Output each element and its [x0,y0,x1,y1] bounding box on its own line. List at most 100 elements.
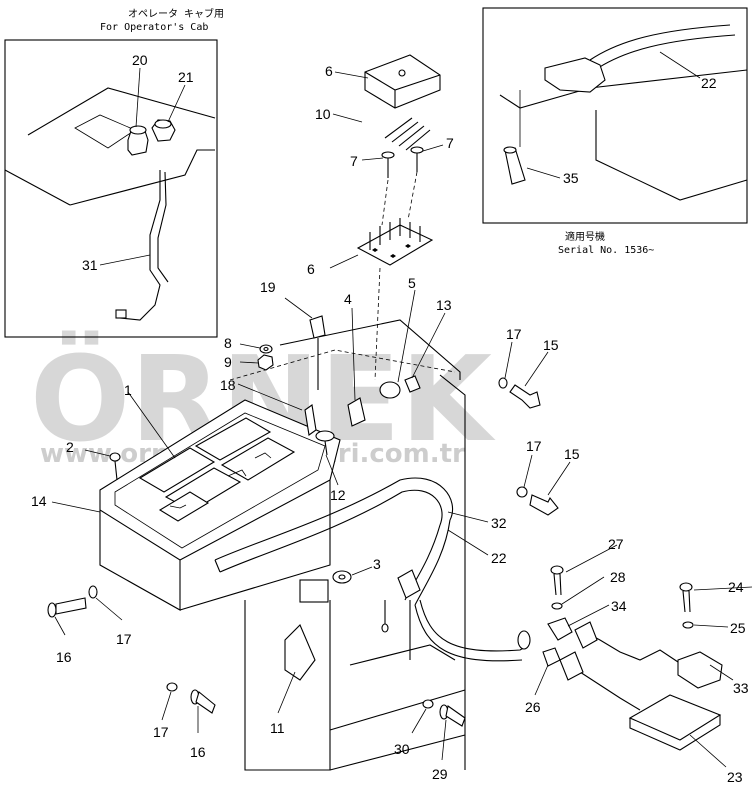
bolt-16-bottom [190,689,216,714]
inset-caption-en: For Operator's Cab [100,22,208,33]
screw-7b [410,146,424,172]
callout-11: 11 [270,720,285,736]
serial-caption-jp: 適用号機 [565,230,605,243]
callout-5: 5 [408,275,416,291]
switch-5 [379,381,401,399]
callout-9: 9 [224,354,232,370]
cap-6-top [364,54,441,109]
knob-20 [127,125,149,156]
bolt-2 [109,452,121,481]
callout-24: 24 [728,579,744,595]
callout-28: 28 [610,569,626,585]
sensor-33 [574,621,723,689]
callout-26: 26 [525,699,541,715]
inset-frame [4,39,218,338]
connector-35 [503,146,526,185]
gauge-window-2 [194,417,272,461]
callout-17-upper: 17 [506,326,522,342]
box-inner-floor [349,644,456,666]
operator-cab-inset: オペレータ キャブ用 For Operator's Cab 20 21 31 [4,7,224,338]
serial-box-top [499,69,748,109]
callout-17-mid: 17 [526,438,542,454]
callout-17-bottom: 17 [153,724,169,740]
callout-27: 27 [608,536,624,552]
bolt-16-left [47,597,87,618]
box-lower-front [244,600,331,771]
callout-16-bottom: 16 [190,744,206,760]
serial-box-body [595,110,748,201]
callout-4: 4 [344,291,352,307]
callout-15-lower: 15 [564,446,580,462]
callout-31: 31 [82,257,98,273]
callout-12: 12 [330,487,346,503]
switch-4 [347,397,366,427]
harness-32 [214,477,454,561]
harness-22-lead [419,599,529,652]
callout-21: 21 [178,69,194,85]
callout-16-left: 16 [56,649,72,665]
pins-10 [384,117,431,151]
washer-17-left [88,585,98,599]
callout-23: 23 [727,769,743,785]
gauge-window-4 [220,437,296,481]
bolt-29 [439,704,466,727]
inset-caption-jp: オペレータ キャブ用 [128,7,224,20]
harness-31-b [157,171,169,283]
callout-2: 2 [66,439,74,455]
callout-7-right: 7 [446,135,454,151]
sensor-23 [559,651,722,751]
cover-11 [284,624,316,681]
callout-17-left: 17 [116,631,132,647]
cab-console-front [69,149,215,206]
harness-31 [119,170,161,321]
washer-25 [682,621,694,629]
callout-22-main: 22 [491,550,507,566]
callout-1: 1 [124,382,132,398]
serial-inset: 22 35 適用号機 Serial No. 1536~ [482,7,748,256]
callout-32: 32 [491,515,507,531]
knob-21 [151,119,176,142]
screw-7a [381,151,395,178]
panel-side [99,510,181,611]
callout-10: 10 [315,106,331,122]
cab-console-edge [27,87,216,136]
callout-13: 13 [436,297,452,313]
relay-base-6 [356,218,434,266]
harness-22-connector [397,569,421,599]
clamp-26 [542,647,561,667]
clamp-34 [547,617,573,641]
serial-inset-frame [482,7,748,224]
box-opening [299,579,329,603]
panel-front [179,480,331,611]
callout-14: 14 [31,493,47,509]
callout-29: 29 [432,766,448,782]
callouts: 19 4 5 13 8 9 18 1 17 15 17 15 2 14 12 3… [31,275,749,785]
bolt-15-lower [516,486,559,516]
gauge-window-1 [138,447,216,493]
callout-20: 20 [132,52,148,68]
serial-caption-en: Serial No. 1536~ [558,245,654,256]
callout-18: 18 [220,377,236,393]
leader-lines [51,289,752,768]
plate-13 [404,375,421,393]
relay-cap-assembly: 6 10 7 7 6 [307,54,454,381]
callout-35: 35 [563,170,579,186]
washer-8 [259,344,273,354]
serial-harness-clip [544,57,606,93]
callout-33: 33 [733,680,749,696]
callout-25: 25 [730,620,746,636]
callout-22-inset: 22 [701,75,717,91]
harness-31-connector [115,309,127,319]
washer-30 [422,699,434,709]
cab-panel-recess [74,114,136,149]
harness-22-end [517,630,531,650]
cab-console-lower [4,169,71,206]
main-box-assembly [99,319,531,771]
callout-8: 8 [224,335,232,351]
callout-30: 30 [394,741,410,757]
callout-6-base: 6 [307,261,315,277]
callout-3: 3 [373,556,381,572]
indicator-lamp [158,491,210,522]
box-right-edge [439,374,466,770]
